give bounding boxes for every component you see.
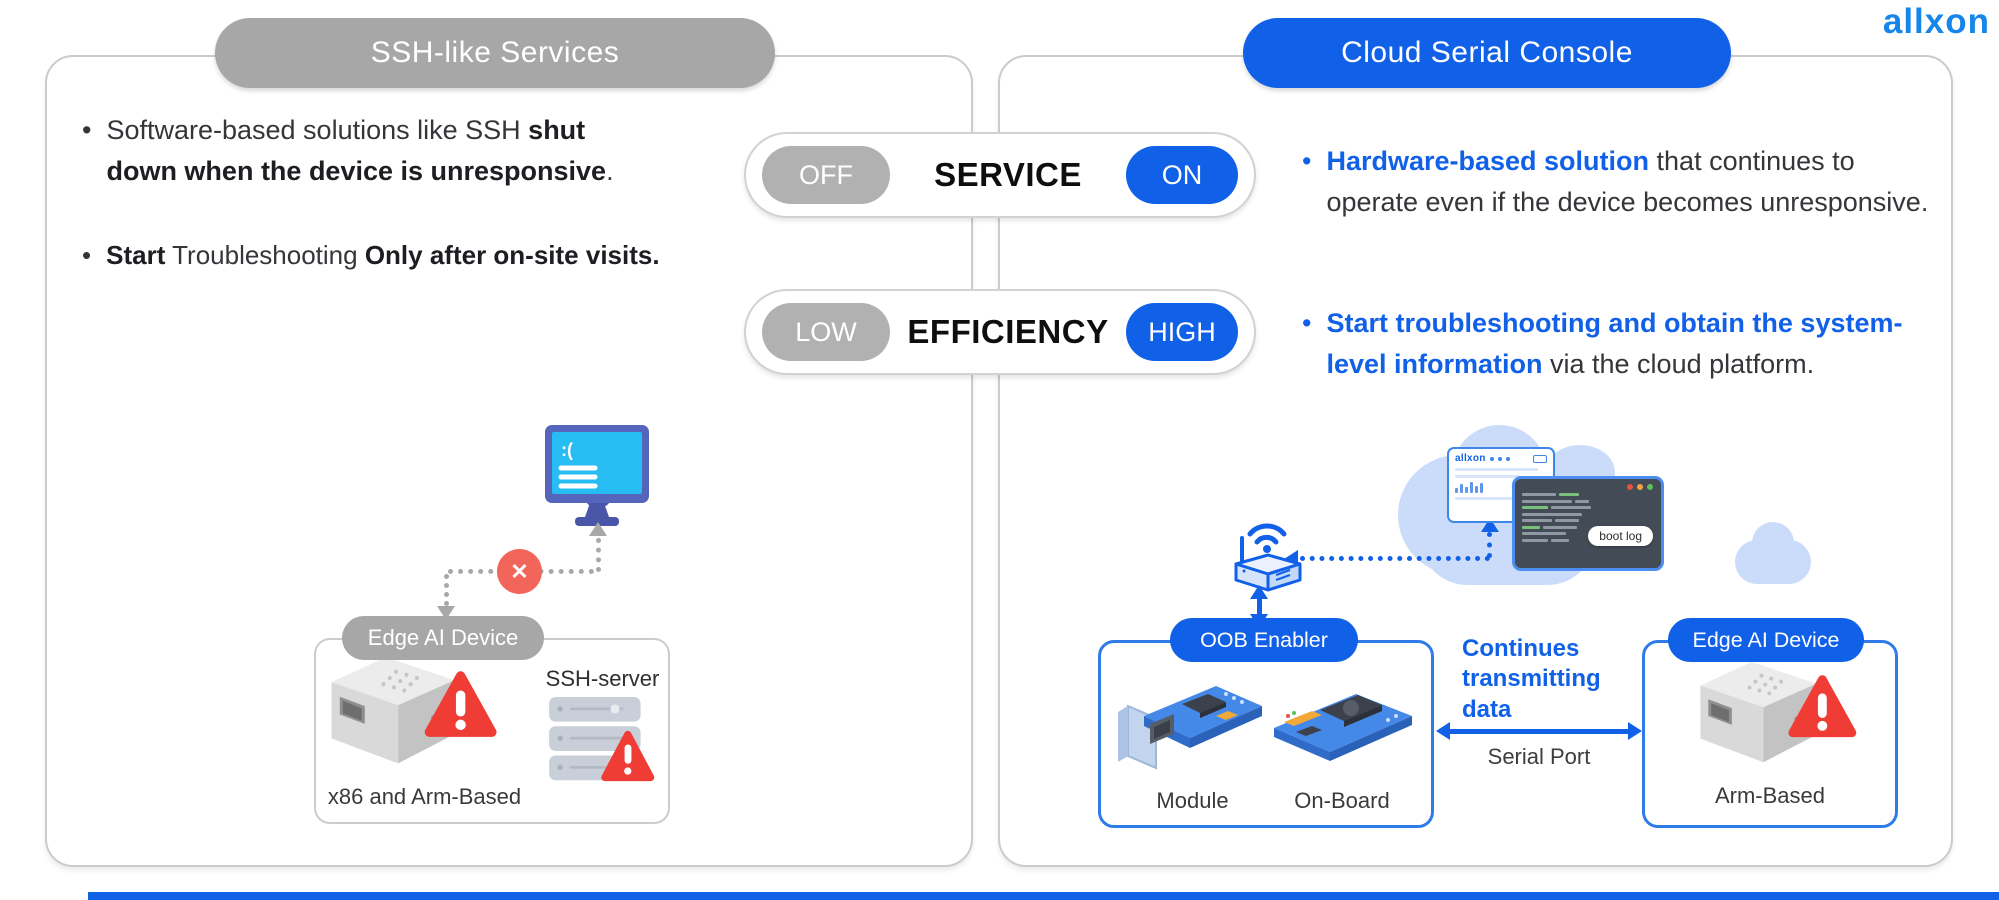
link-line (1257, 596, 1262, 616)
bullet-text: Start Troubleshooting Only after on-site… (106, 236, 659, 275)
cloud-panel-header: Cloud Serial Console (1243, 18, 1731, 88)
dashboard-allxon-logo: allxon (1455, 453, 1486, 464)
device-caption-left: x86 and Arm-Based (327, 784, 522, 809)
dashboard-row (1455, 497, 1534, 500)
cloud-panel-title: Cloud Serial Console (1341, 36, 1633, 69)
bullet-segment-bold: Only after on-site visits. (364, 240, 660, 270)
dotted-line (444, 574, 449, 606)
terminal-titlebar (1515, 479, 1661, 492)
bullet-dot: • (1302, 146, 1312, 176)
traffic-light-yellow-icon (1637, 484, 1643, 490)
boot-log-badge: boot log (1588, 526, 1653, 546)
ssh-bullet-2: • Start Troubleshooting Only after on-si… (82, 236, 762, 275)
dashboard-dot-icon (1497, 456, 1502, 461)
service-label: SERVICE (934, 156, 1082, 193)
bullet-segment: via the cloud platform. (1542, 348, 1815, 379)
dashboard-button (1533, 454, 1547, 463)
ssh-panel-header: SSH-like Services (215, 18, 775, 88)
bullet-segment: Software-based solutions like SSH (106, 115, 529, 145)
bullet-segment: that continues to operate even if the de… (1326, 146, 1929, 217)
onboard-caption: On-Board (1294, 788, 1390, 813)
bullet-segment: Troubleshooting (165, 240, 365, 270)
serial-link-line (1448, 729, 1630, 734)
dashboard-dot-icon (1505, 456, 1510, 461)
bottom-accent-bar (88, 892, 1999, 900)
bullet-text: Hardware-based solution that continues t… (1326, 141, 1932, 222)
serial-arrow-left (1436, 722, 1450, 740)
bullet-segment-bold: Hardware-based solution (1326, 146, 1650, 176)
dashboard-row (1455, 468, 1538, 471)
edge-ai-device-label-blue: Edge AI Device (1668, 618, 1864, 662)
dotted-line-blue (1487, 532, 1492, 558)
efficiency-low-pill: LOW (762, 303, 890, 361)
bullet-dot: • (1302, 308, 1312, 338)
bullet-segment-bold: shut down when the device is unresponsiv… (106, 115, 607, 186)
serial-port-label: Serial Port (1487, 744, 1591, 769)
dotted-line-blue (1300, 556, 1490, 561)
bullet-segment-bold: Start (106, 240, 166, 270)
efficiency-toggle: LOW EFFICIENCY HIGH (744, 289, 1256, 375)
cloud-bullet-2: • Start troubleshooting and obtain the s… (1302, 303, 1942, 384)
dashboard-row (1455, 475, 1520, 478)
service-on-pill: ON (1126, 146, 1238, 204)
service-toggle: OFF SERVICE ON (744, 132, 1256, 218)
traffic-light-green-icon (1647, 484, 1653, 490)
bullet-segment: . (606, 155, 614, 186)
edge-device-warning-icon (331, 657, 497, 764)
device-caption-right: Arm-Based (1714, 783, 1826, 808)
dashboard-dot-icon (1489, 456, 1494, 461)
allxon-logo: allxon (1882, 2, 1990, 41)
edge-device-warning-icon (1700, 661, 1857, 763)
dashboard-titlebar: allxon (1455, 453, 1547, 464)
oob-module-pcb-icon (1118, 686, 1262, 770)
bullet-dot: • (82, 240, 92, 270)
crashed-monitor-icon: :( (545, 425, 649, 526)
cloud-bullet-1: • Hardware-based solution that continues… (1302, 141, 1932, 222)
serial-arrow-right (1628, 722, 1642, 740)
efficiency-high-pill: HIGH (1126, 303, 1238, 361)
module-caption: Module (1156, 788, 1229, 813)
arrow-up-to-monitor (589, 522, 607, 536)
oob-wifi-router-icon (1234, 523, 1302, 592)
traffic-light-red-icon (1627, 484, 1633, 490)
dotted-line (596, 538, 601, 572)
edge-ai-device-label-gray: Edge AI Device (342, 616, 544, 660)
cloud-shape (1735, 540, 1811, 584)
bullet-dot: • (82, 115, 92, 145)
ssh-panel-title: SSH-like Services (370, 36, 620, 69)
connection-error-icon: ✕ (497, 549, 542, 594)
terminal-output (1515, 492, 1661, 546)
ssh-server-warning-icon (549, 697, 655, 782)
bullet-text: Software-based solutions like SSH shut d… (106, 110, 662, 191)
ssh-server-label: SSH-server (545, 666, 660, 691)
continues-transmitting-text: Continues transmitting data (1462, 635, 1601, 723)
efficiency-label: EFFICIENCY (907, 313, 1109, 350)
ssh-bullet-1: • Software-based solutions like SSH shut… (82, 110, 662, 191)
oob-enabler-label: OOB Enabler (1170, 618, 1358, 662)
boot-log-terminal-window: boot log (1512, 476, 1664, 571)
bullet-text: Start troubleshooting and obtain the sys… (1326, 303, 1942, 384)
arrow-up-to-router (1250, 585, 1268, 599)
bullet-segment-bold: Start troubleshooting and obtain the sys… (1326, 308, 1903, 379)
sad-face-glyph: :( (561, 440, 573, 460)
service-off-pill: OFF (762, 146, 890, 204)
oob-onboard-pcb-icon (1274, 694, 1412, 761)
dashboard-chart (1455, 482, 1547, 493)
